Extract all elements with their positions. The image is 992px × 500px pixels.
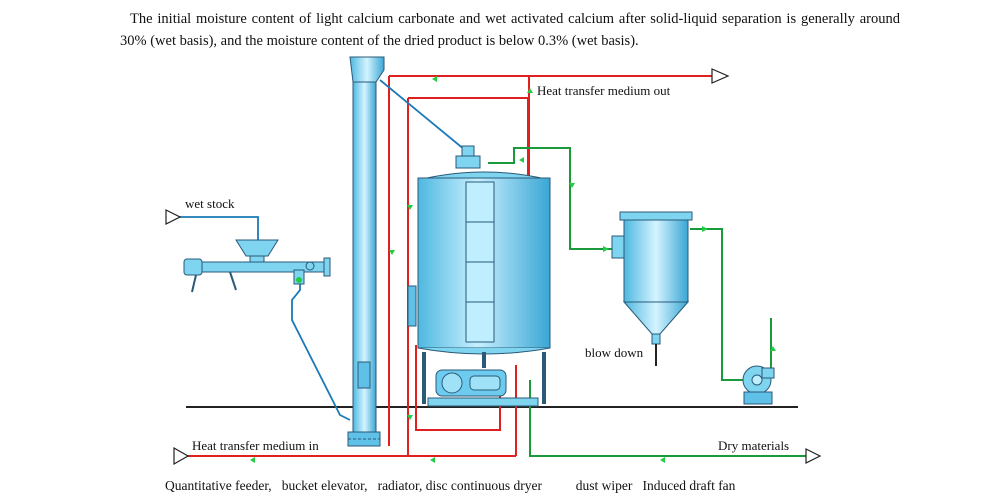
label-heat-out: Heat transfer medium out: [537, 83, 671, 98]
intro-paragraph: The initial moisture content of light ca…: [120, 11, 900, 49]
heat-out-arrow: [711, 68, 730, 84]
flow-direction-markers: [250, 76, 776, 463]
feed-lines: [174, 79, 466, 421]
dust-wiper: [611, 211, 693, 366]
equipment-caption: Quantitative feeder, bucket elevator, ra…: [165, 478, 736, 493]
induced-draft-fan: [742, 365, 775, 405]
dry-materials-arrow: [805, 448, 822, 464]
wet-stock-arrow: [165, 209, 182, 225]
label-wet-stock: wet stock: [185, 196, 235, 211]
label-dry-materials: Dry materials: [718, 438, 789, 453]
disc-continuous-dryer: [407, 145, 551, 407]
heat-in-arrow: [173, 446, 190, 466]
label-heat-in: Heat transfer medium in: [192, 438, 319, 453]
quantitative-feeder: [183, 239, 331, 293]
bucket-elevator: [347, 56, 385, 447]
label-blow-down: blow down: [585, 345, 644, 360]
feeder-valve-marker: [296, 277, 302, 283]
